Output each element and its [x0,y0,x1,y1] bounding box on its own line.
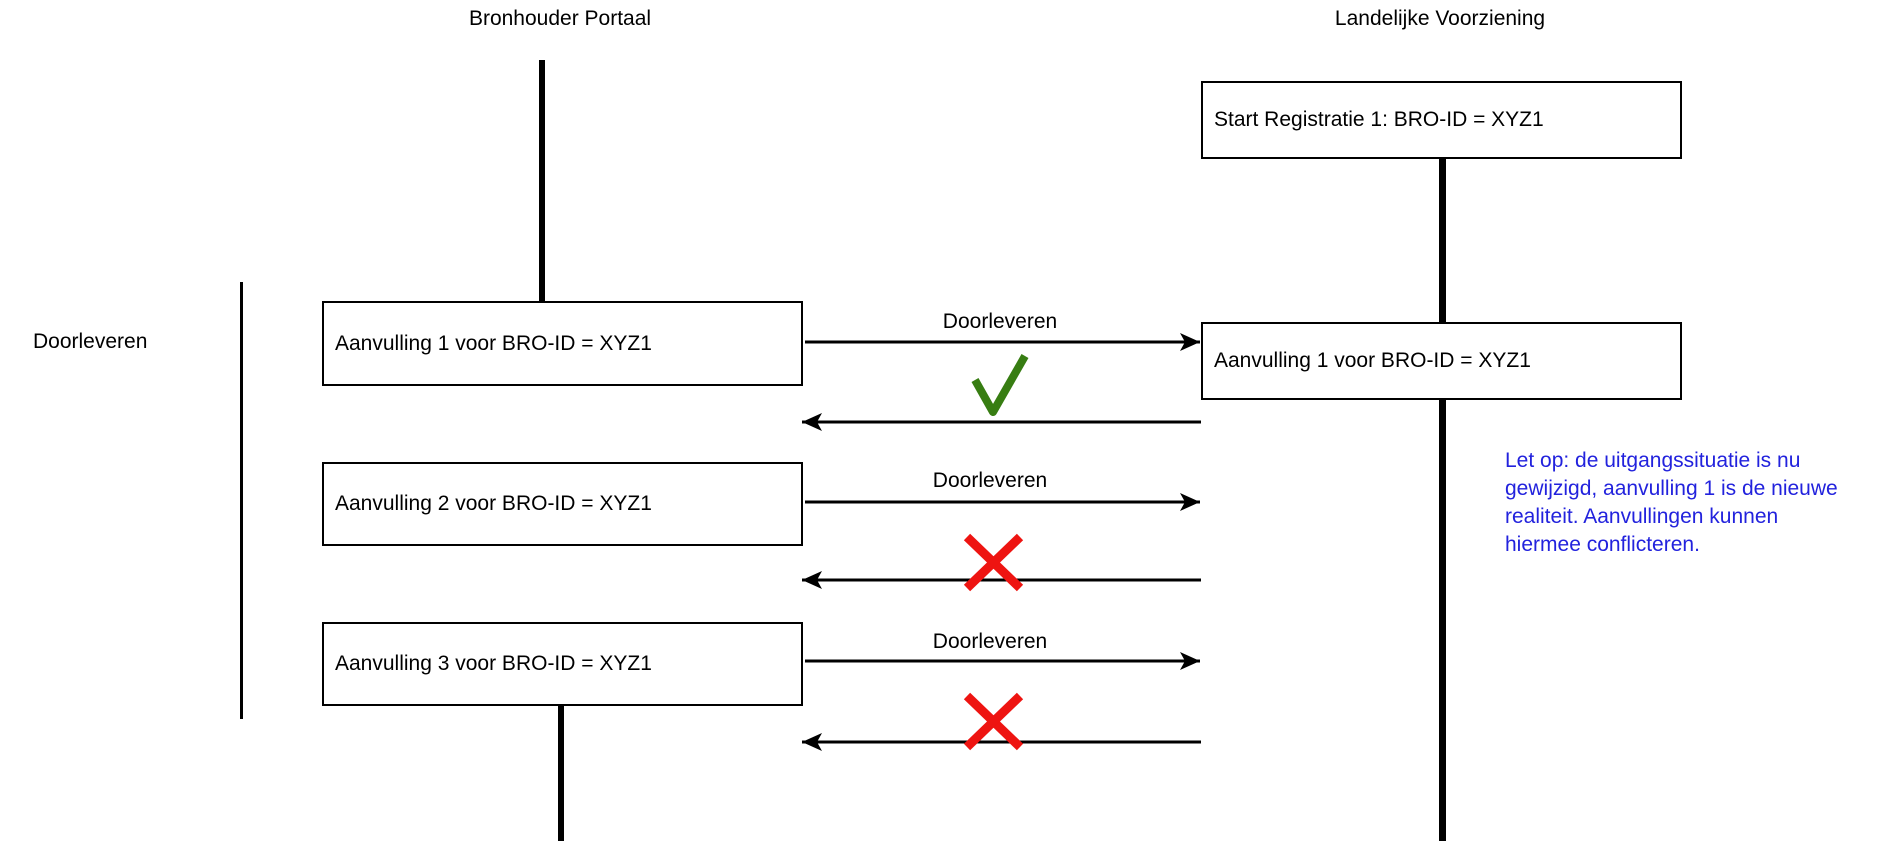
box-aanvulling3-left: Aanvulling 3 voor BRO-ID = XYZ1 [322,622,803,706]
note-line-4: hiermee conflicteren. [1505,533,1700,556]
error-cross-icon-1 [963,533,1024,592]
group-bracket-line [240,282,243,719]
note-let-op: Let op: de uitgangssituatie is nu gewijz… [1505,447,1838,559]
note-line-2: gewijzigd, aanvulling 1 is de nieuwe [1505,477,1838,500]
box-aanvulling2-left-label: Aanvulling 2 voor BRO-ID = XYZ1 [335,492,652,515]
success-check-icon [971,354,1029,416]
box-aanvulling1-right: Aanvulling 1 voor BRO-ID = XYZ1 [1201,322,1682,400]
box-start-registratie-label: Start Registratie 1: BRO-ID = XYZ1 [1214,108,1544,131]
error-cross-icon-2 [963,692,1024,751]
box-aanvulling2-left: Aanvulling 2 voor BRO-ID = XYZ1 [322,462,803,546]
box-aanvulling3-left-label: Aanvulling 3 voor BRO-ID = XYZ1 [335,652,652,675]
box-aanvulling1-left-label: Aanvulling 1 voor BRO-ID = XYZ1 [335,331,652,355]
message-label-doorleveren-3: Doorleveren [932,630,1048,653]
actor-title-landelijke-voorziening: Landelijke Voorziening [1334,7,1546,30]
note-line-1: Let op: de uitgangssituatie is nu [1505,449,1801,472]
note-line-3: realiteit. Aanvullingen kunnen [1505,505,1779,528]
actor-title-bronhouder-portaal: Bronhouder Portaal [468,7,652,30]
group-label-doorleveren: Doorleveren [33,330,148,353]
message-label-doorleveren-2: Doorleveren [932,469,1048,492]
box-aanvulling1-right-label: Aanvulling 1 voor BRO-ID = XYZ1 [1214,349,1531,372]
lifeline-bronhouder-bottom [558,704,564,841]
box-aanvulling1-left: Aanvulling 1 voor BRO-ID = XYZ1 [322,301,803,386]
lifeline-landelijke-voorziening [1439,158,1446,841]
message-label-doorleveren-1: Doorleveren [942,310,1058,333]
box-start-registratie: Start Registratie 1: BRO-ID = XYZ1 [1201,81,1682,159]
lifeline-bronhouder-top [539,60,545,302]
